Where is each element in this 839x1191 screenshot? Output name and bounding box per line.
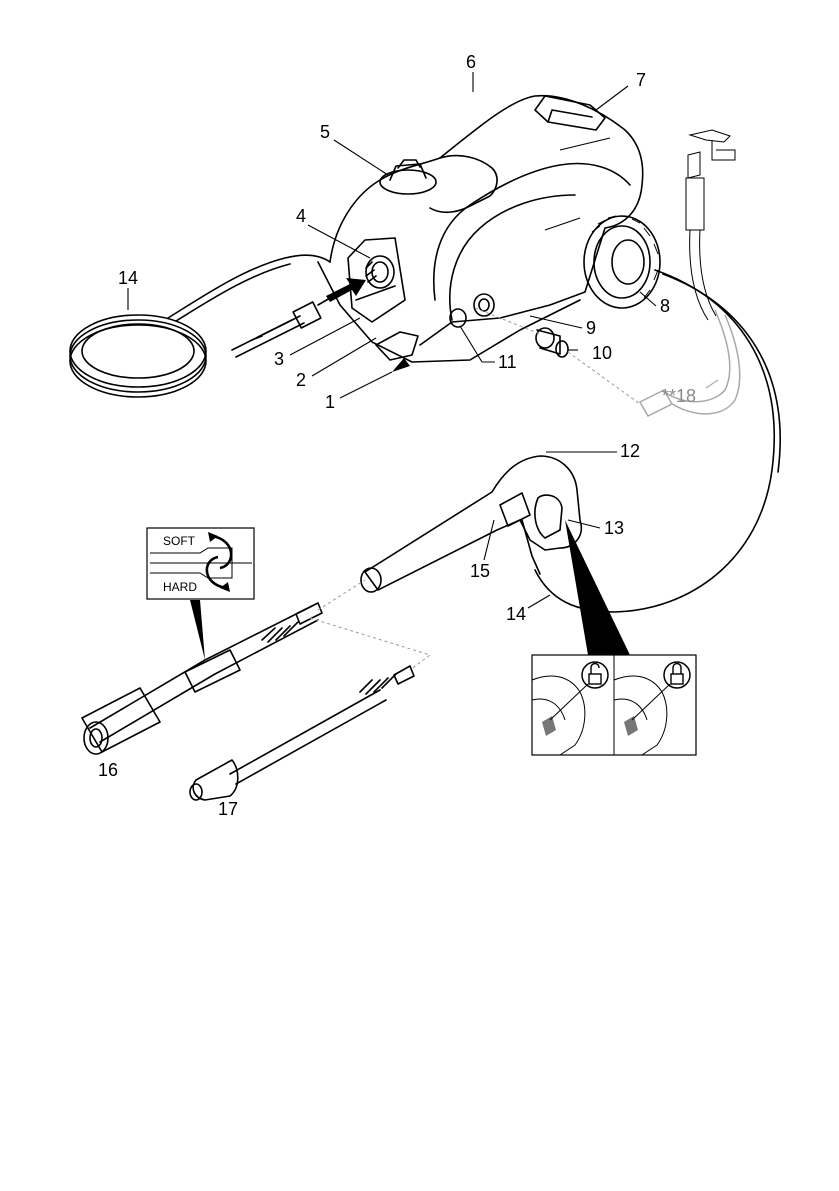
callout-7: 7 (636, 70, 646, 90)
callout-9: 9 (586, 318, 596, 338)
callout-8: 8 (660, 296, 670, 316)
callout-16: 16 (98, 760, 118, 780)
inlet-adapter (536, 328, 568, 357)
soft-label: SOFT (163, 534, 196, 548)
high-pressure-port (366, 256, 394, 288)
point-jet-lance (190, 666, 414, 800)
callout-11: 11 (498, 352, 517, 372)
callout-18: **18 (662, 386, 696, 406)
callout-12: 12 (620, 441, 640, 461)
callout-13: 13 (604, 518, 624, 538)
spray-adjust-inset: SOFT HARD (147, 528, 254, 599)
callout-2: 2 (296, 370, 306, 390)
high-pressure-hose (535, 270, 780, 612)
callout-15: 15 (470, 561, 490, 581)
coiled-hose (70, 255, 330, 397)
locked-padlock-icon (664, 662, 690, 688)
hard-label: HARD (163, 580, 197, 594)
callout-14-gun: 14 (506, 604, 526, 624)
water-tap (686, 130, 735, 320)
hose-reel (584, 216, 660, 308)
inset-pointer (190, 600, 205, 660)
trigger-lock-inset (532, 655, 696, 755)
callout-10: 10 (592, 343, 612, 363)
callout-3: 3 (274, 349, 284, 369)
dial-knob (380, 160, 436, 194)
callout-14-hose: 14 (118, 268, 138, 288)
callout-5: 5 (320, 122, 330, 142)
callout-4: 4 (296, 206, 306, 226)
callout-17: 17 (218, 799, 238, 819)
unlocked-padlock-icon (582, 662, 608, 688)
lock-inset-pointer (565, 520, 630, 655)
callout-6: 6 (466, 52, 476, 72)
callout-1: 1 (325, 392, 335, 412)
